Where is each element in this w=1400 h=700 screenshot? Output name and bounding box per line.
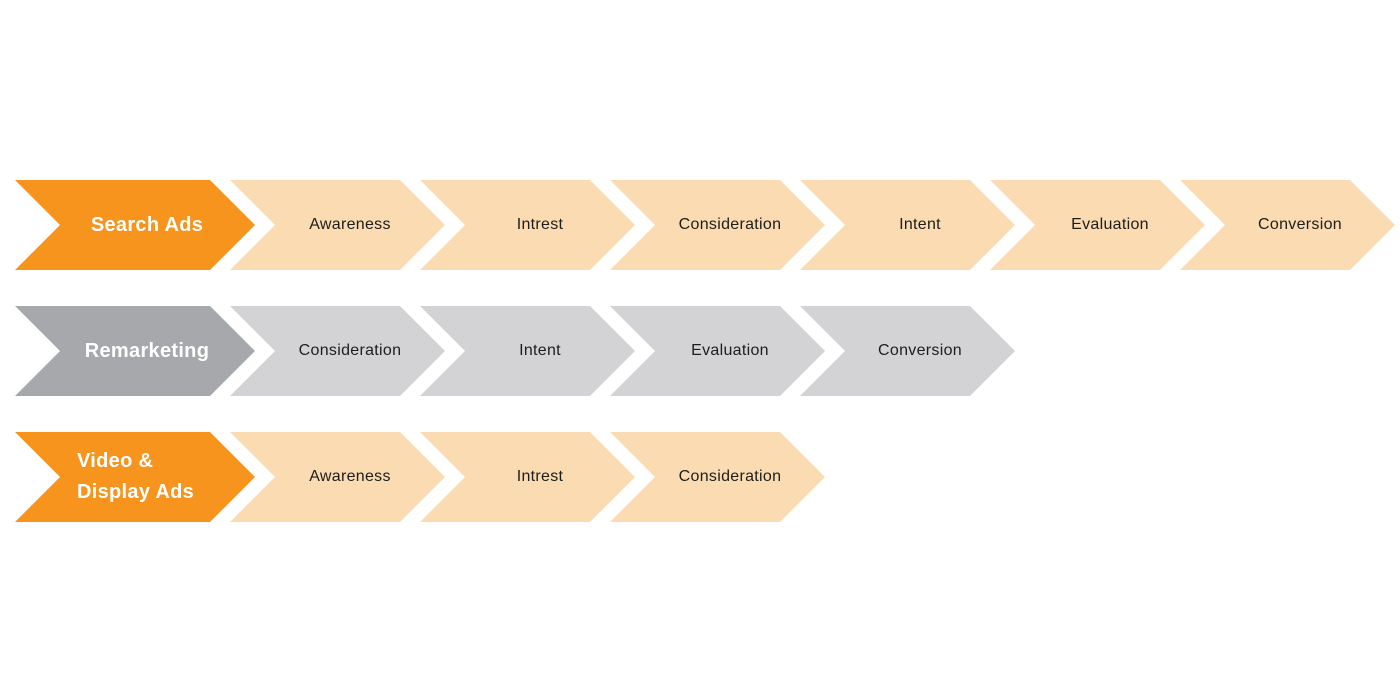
lead-label: Search Ads [90, 213, 204, 236]
stage-chevron-conversion: Conversion [800, 306, 1015, 396]
funnel-row-video-display-ads: Video & Display Ads Awareness Intrest Co… [15, 432, 1370, 522]
stage-chevron-evaluation: Evaluation [990, 180, 1205, 270]
stage-chevron-intrest: Intrest [420, 432, 635, 522]
funnel-rows: Search Ads Awareness Intrest Considerati… [15, 180, 1370, 558]
funnel-row-remarketing: Remarketing Consideration Intent Evaluat… [15, 306, 1370, 396]
stage-label: Consideration [678, 468, 782, 485]
stage-chevron-consideration: Consideration [610, 432, 825, 522]
stage-label: Consideration [678, 216, 782, 233]
stage-chevron-consideration: Consideration [230, 306, 445, 396]
stage-label: Intent [519, 342, 561, 359]
stage-chevron-awareness: Awareness [230, 180, 445, 270]
stage-label: Evaluation [1071, 216, 1149, 233]
stage-chevron-evaluation: Evaluation [610, 306, 825, 396]
stage-chevron-consideration: Consideration [610, 180, 825, 270]
stage-chevron-awareness: Awareness [230, 432, 445, 522]
stage-label: Conversion [878, 342, 962, 359]
stage-chevron-intent: Intent [800, 180, 1015, 270]
stage-label: Intrest [516, 468, 564, 485]
lead-label-line-2: Display Ads [77, 481, 195, 503]
stage-label: Conversion [1258, 216, 1342, 233]
stage-label: Intent [899, 216, 941, 233]
stage-chevron-conversion: Conversion [1180, 180, 1395, 270]
stage-label: Awareness [309, 468, 391, 485]
stage-label: Consideration [298, 342, 402, 359]
lead-label-line-1: Video & [77, 450, 154, 472]
funnel-row-search-ads: Search Ads Awareness Intrest Considerati… [15, 180, 1370, 270]
lead-arrow-search-ads: Search Ads [15, 180, 255, 270]
stage-chevron-intent: Intent [420, 306, 635, 396]
stage-label: Intrest [516, 216, 564, 233]
stage-label: Awareness [309, 216, 391, 233]
stage-chevron-intrest: Intrest [420, 180, 635, 270]
lead-arrow-video-display-ads: Video & Display Ads [15, 432, 255, 522]
lead-arrow-remarketing: Remarketing [15, 306, 255, 396]
lead-label: Remarketing [84, 339, 210, 362]
stage-label: Evaluation [691, 342, 769, 359]
